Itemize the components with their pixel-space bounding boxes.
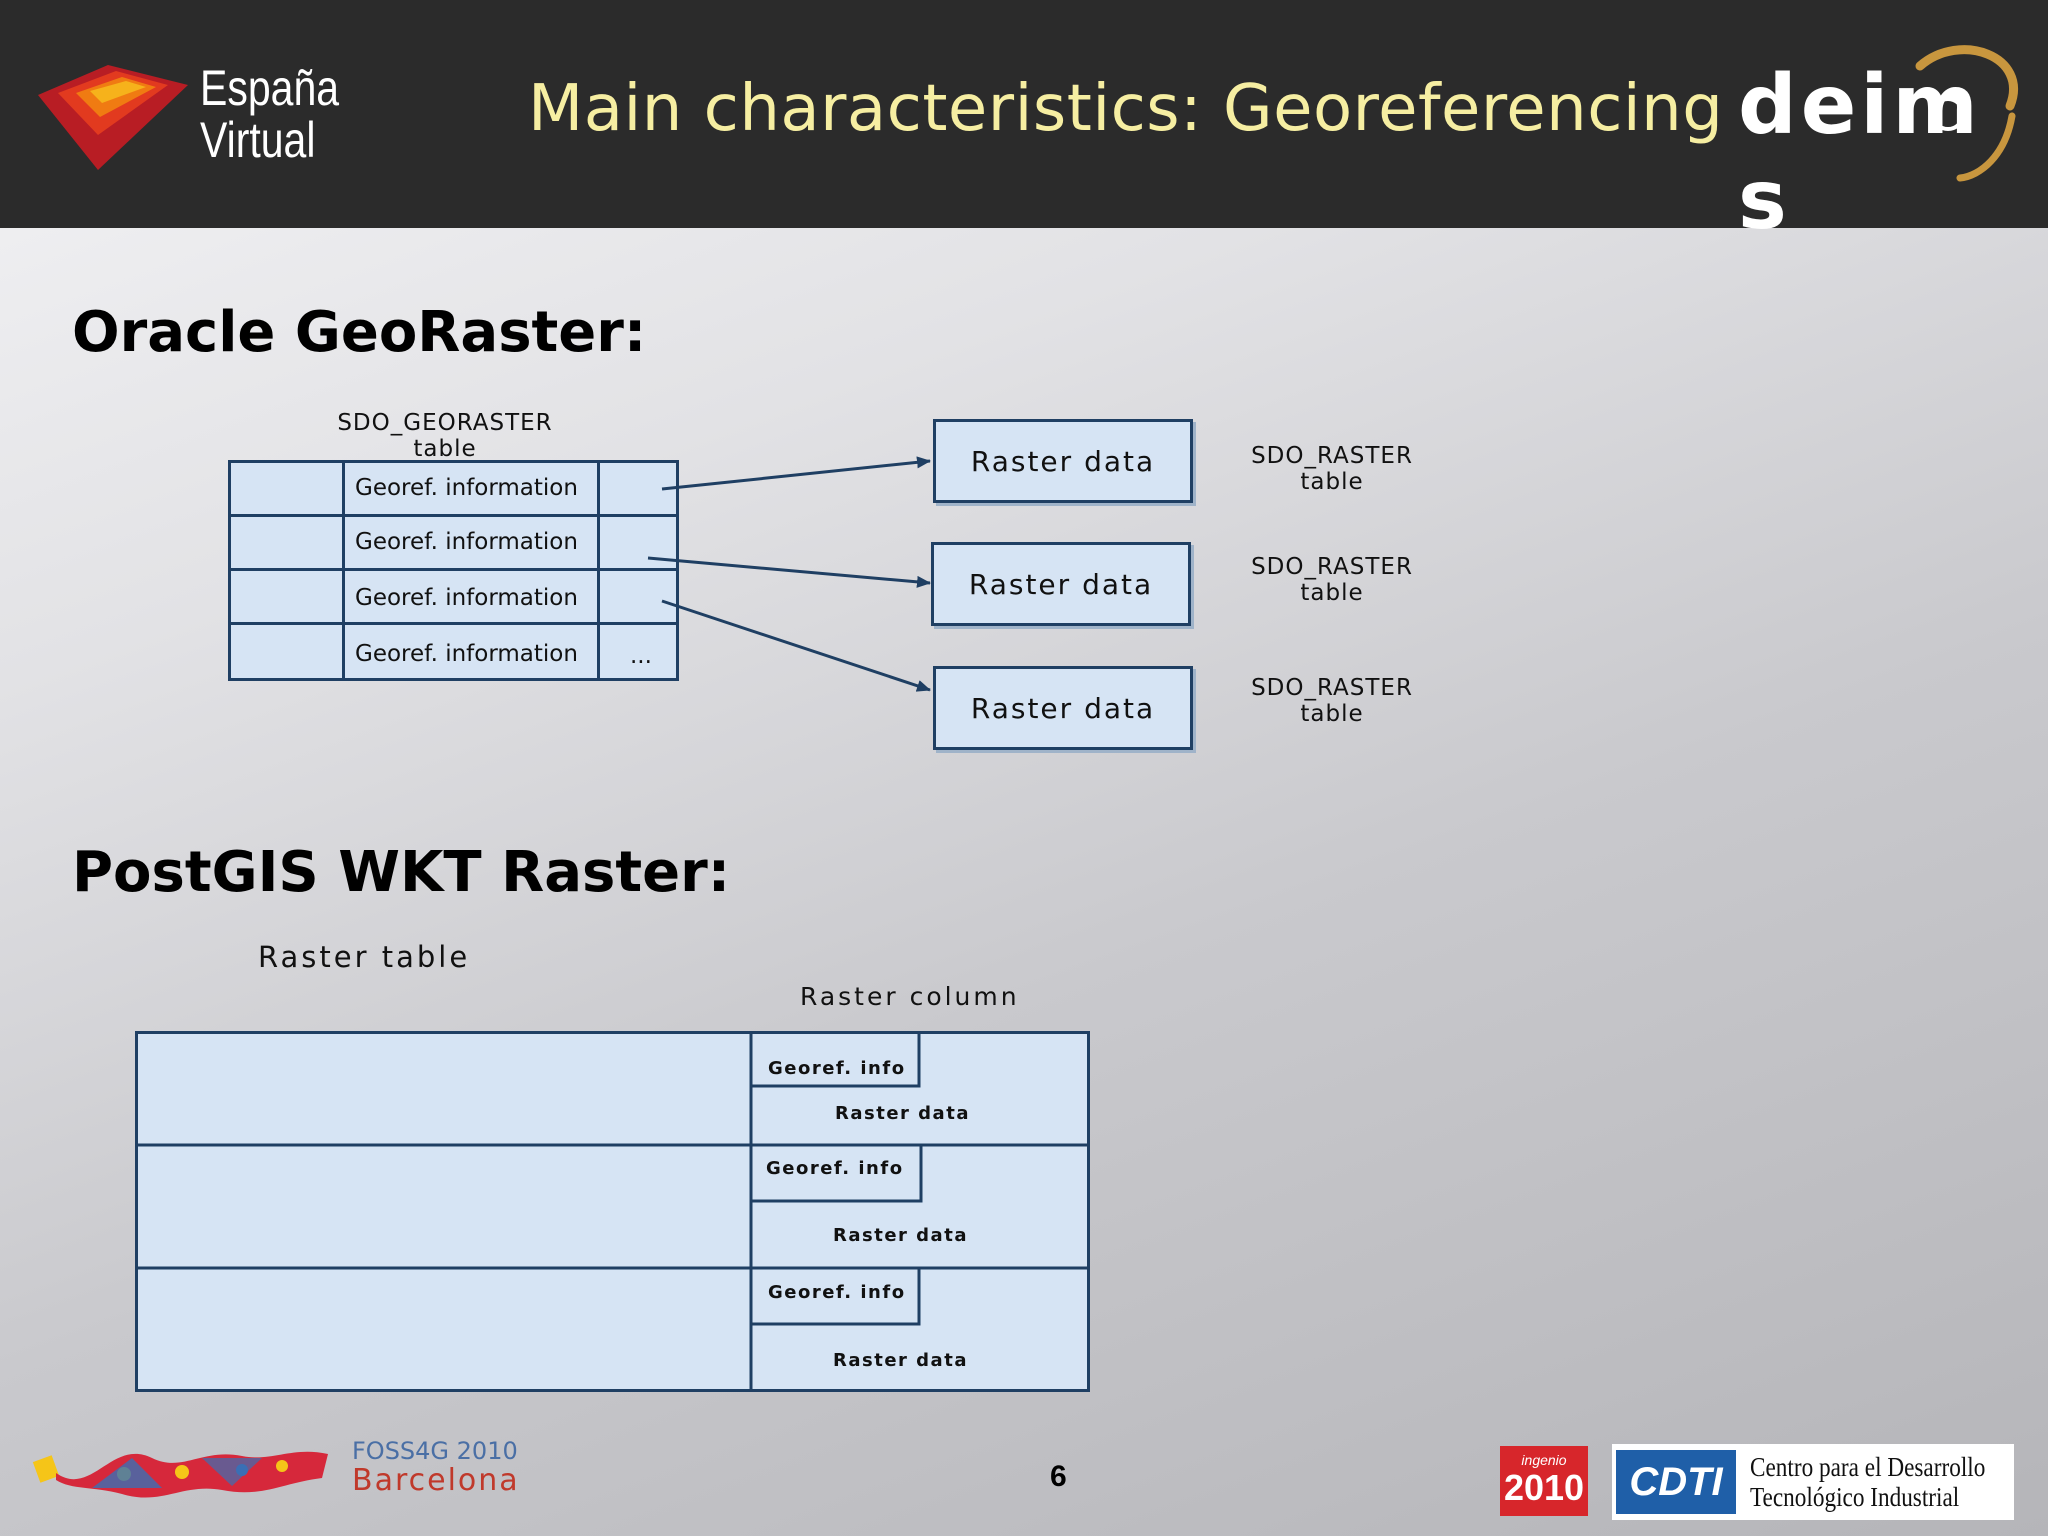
- espana-virtual-logo-icon: [38, 65, 188, 170]
- ingenio-label: ingenio: [1521, 1452, 1567, 1468]
- raster-data-text: Raster data: [835, 1103, 970, 1124]
- foss4g-line2: Barcelona: [352, 1463, 520, 1498]
- georaster-extra-cell: [597, 568, 679, 625]
- georaster-extra-cell: [597, 514, 679, 571]
- georaster-id-cell: [228, 460, 345, 517]
- oracle-heading: Oracle GeoRaster:: [72, 300, 647, 365]
- sdo-raster-line1: SDO_RASTER: [1251, 443, 1413, 469]
- deimos-logo-text: deim s: [1738, 58, 1982, 248]
- postgis-raster-table: Georef. info Raster data Georef. info Ra…: [135, 1031, 1090, 1392]
- foss4g-mosaic-logo-icon: [32, 1451, 328, 1498]
- raster-data-box: Raster data: [931, 542, 1191, 626]
- georef-info-text: Georef. info: [768, 1282, 906, 1303]
- georef-info-text: Georef. information: [355, 475, 578, 501]
- cdti-abbrev: CDTI: [1616, 1450, 1736, 1514]
- georaster-info-cell: Georef. information: [342, 460, 600, 517]
- georaster-extra-cell: ...: [597, 622, 679, 681]
- georaster-id-cell: [228, 568, 345, 625]
- raster-data-text: Raster data: [833, 1350, 968, 1371]
- georaster-info-cell: Georef. information: [342, 622, 600, 681]
- georaster-ellipsis-text: ...: [630, 643, 652, 669]
- logo-line-1: España: [200, 60, 340, 116]
- sdo-raster-table-label: SDO_RASTER table: [1222, 675, 1442, 727]
- arrow-to-raster-3: [661, 599, 931, 692]
- georaster-id-cell: [228, 622, 345, 681]
- georaster-id-cell: [228, 514, 345, 571]
- ingenio-year: 2010: [1503, 1467, 1585, 1508]
- deimos-orbit-icon: [1915, 45, 2018, 182]
- arrow-to-raster-1: [661, 456, 931, 491]
- sdo-raster-line2: table: [1300, 701, 1364, 727]
- georef-info-text: Georef. information: [355, 529, 578, 555]
- georef-info-text: Georef. info: [766, 1158, 904, 1179]
- georaster-info-cell: Georef. information: [342, 514, 600, 571]
- sdo-raster-line2: table: [1300, 580, 1364, 606]
- espana-virtual-logo-text: España Virtual: [200, 62, 339, 166]
- foss4g-event-label: FOSS4G 2010 Barcelona: [352, 1436, 520, 1496]
- cdti-line2: Tecnológico Industrial: [1750, 1482, 1960, 1512]
- georef-info-text: Georef. info: [768, 1058, 906, 1079]
- logo-line-2: Virtual: [200, 112, 316, 168]
- raster-data-text: Raster data: [833, 1225, 968, 1246]
- sdo-raster-table-label: SDO_RASTER table: [1222, 443, 1442, 495]
- cdti-line1: Centro para el Desarrollo: [1750, 1452, 1986, 1482]
- slide-title: Main characteristics: Georeferencing: [528, 72, 1724, 146]
- georaster-extra-cell: [597, 460, 679, 517]
- postgis-grid-lines: [135, 1031, 1090, 1392]
- slide-header: España Virtual Main characteristics: Geo…: [0, 0, 2048, 248]
- georef-info-text: Georef. information: [355, 641, 578, 667]
- georaster-info-cell: Georef. information: [342, 568, 600, 625]
- georef-info-text: Georef. information: [355, 585, 578, 611]
- georaster-label-line2: table: [413, 436, 477, 462]
- sdo-raster-table-label: SDO_RASTER table: [1222, 554, 1442, 606]
- georaster-table-label: SDO_GEORASTER table: [300, 410, 590, 462]
- ingenio-2010-logo: ingenio 2010: [1500, 1446, 1588, 1516]
- raster-column-label: Raster column: [800, 982, 1020, 1011]
- sdo-raster-line1: SDO_RASTER: [1251, 675, 1413, 701]
- raster-data-box: Raster data: [933, 666, 1193, 750]
- sdo-raster-line1: SDO_RASTER: [1251, 554, 1413, 580]
- georaster-label-line1: SDO_GEORASTER: [337, 410, 553, 436]
- arrow-to-raster-2: [647, 556, 931, 588]
- page-number: 6: [1050, 1460, 1067, 1493]
- sdo-raster-line2: table: [1300, 469, 1364, 495]
- postgis-heading: PostGIS WKT Raster:: [72, 840, 731, 905]
- foss4g-line1: FOSS4G 2010: [352, 1437, 518, 1465]
- cdti-logo: CDTI Centro para el Desarrollo Tecnológi…: [1612, 1444, 2014, 1520]
- raster-table-label: Raster table: [258, 940, 471, 974]
- raster-data-box: Raster data: [933, 419, 1193, 503]
- cdti-name: Centro para el Desarrollo Tecnológico In…: [1750, 1452, 1985, 1512]
